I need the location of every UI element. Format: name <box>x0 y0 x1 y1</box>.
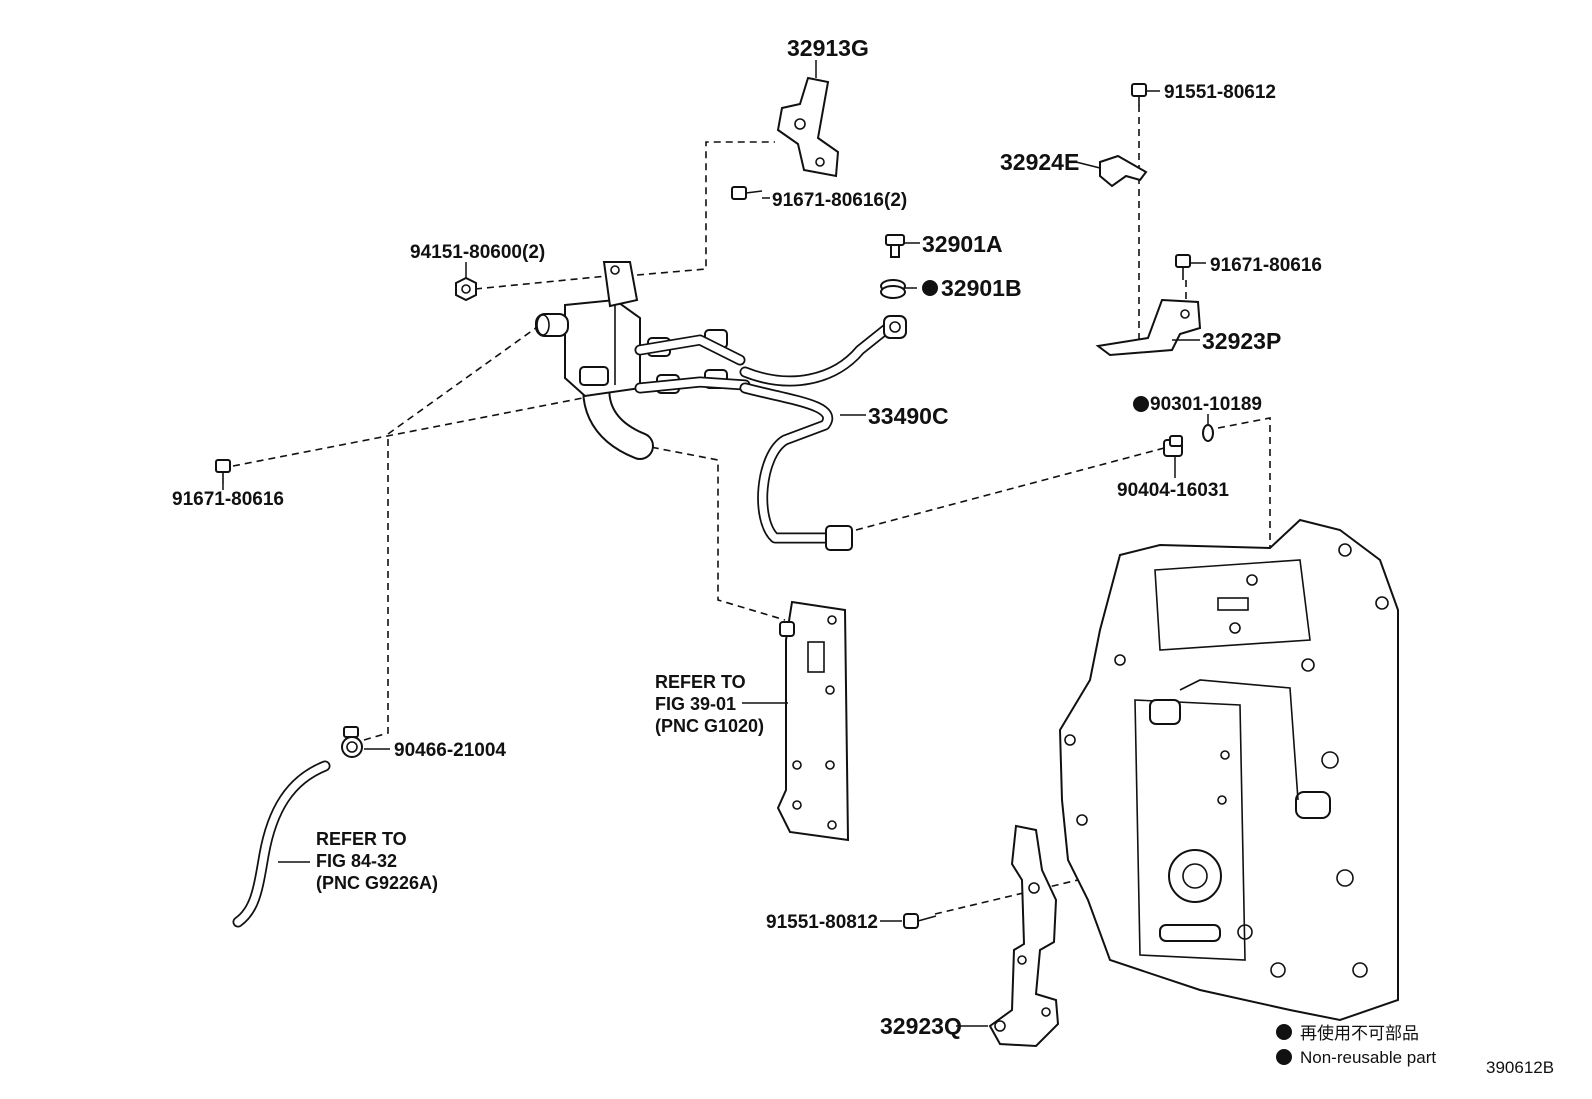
part-label-33490c[interactable]: 33490C <box>868 403 949 429</box>
bolt-91671-80616-right[interactable] <box>1175 254 1191 280</box>
part-label-32924e[interactable]: 32924E <box>1000 149 1079 175</box>
transaxle-case <box>1058 518 1399 1022</box>
part-label-32923q[interactable]: 32923Q <box>880 1013 962 1039</box>
legend-bullet-en <box>1276 1049 1292 1065</box>
bolt-91551-80612[interactable] <box>1131 83 1147 106</box>
part-label-90301-10189[interactable]: 90301-10189 <box>1150 394 1262 415</box>
part-label-91551-80812[interactable]: 91551-80812 <box>766 912 878 933</box>
ref-b-line3: (PNC G9226A) <box>316 873 438 893</box>
clamp-90466-21004[interactable] <box>341 726 363 758</box>
oil-cooler-tube-33490c[interactable] <box>739 315 907 551</box>
bracket-32923p[interactable] <box>1095 298 1202 357</box>
part-label-91671-80616-left[interactable]: 91671-80616 <box>172 489 284 510</box>
part-label-32923p[interactable]: 32923P <box>1202 328 1281 354</box>
bracket-32923q[interactable] <box>988 824 1060 1048</box>
oring-90301-10189[interactable] <box>1202 424 1214 442</box>
bolt-91671-80616-left[interactable] <box>215 459 231 484</box>
valve-body-cover-refer-fig-39-01[interactable] <box>776 600 850 842</box>
union-90404-16031[interactable] <box>1163 435 1183 457</box>
assembly-dashed-lines <box>232 105 1306 915</box>
leader-lines <box>222 60 1209 1027</box>
reference-note-fig-84-32[interactable]: REFER TO FIG 84-32 (PNC G9226A) <box>316 829 438 893</box>
bracket-32924e[interactable] <box>1099 154 1148 188</box>
ref-b-line2: FIG 84-32 <box>316 851 397 871</box>
part-label-91671-80616-2[interactable]: 91671-80616(2) <box>772 190 907 211</box>
ref-a-line3: (PNC G1020) <box>655 716 764 736</box>
bracket-32913g[interactable] <box>776 76 840 178</box>
non-reusable-marker-90301-10189 <box>1133 396 1149 412</box>
part-label-91671-80616-right[interactable]: 91671-80616 <box>1210 255 1322 276</box>
part-label-90466-21004[interactable]: 90466-21004 <box>394 740 506 761</box>
legend-en: Non-reusable part <box>1300 1048 1436 1067</box>
oil-cooler-assembly[interactable] <box>535 261 751 460</box>
bolt-91551-80812[interactable] <box>903 913 937 929</box>
non-reusable-marker-32901b <box>922 280 938 296</box>
hose-refer-fig-84-32[interactable] <box>232 760 331 928</box>
legend-bullet-jp <box>1276 1024 1292 1040</box>
bolt-32901a[interactable] <box>885 234 905 258</box>
nut-94151-80600[interactable] <box>455 276 477 302</box>
bolt-91671-80616-upper[interactable] <box>731 186 763 200</box>
part-label-91551-80612[interactable]: 91551-80612 <box>1164 82 1276 103</box>
legend-jp: 再使用不可部品 <box>1300 1023 1419 1043</box>
part-label-90404-16031[interactable]: 90404-16031 <box>1117 480 1229 501</box>
gasket-32901b[interactable] <box>880 279 906 299</box>
ref-b-line1: REFER TO <box>316 829 407 849</box>
legend: 再使用不可部品 Non-reusable part <box>1276 1023 1436 1067</box>
figure-code: 390612B <box>1486 1058 1554 1077</box>
part-label-32901a[interactable]: 32901A <box>922 231 1003 257</box>
ref-a-line2: FIG 39-01 <box>655 694 736 714</box>
ref-a-line1: REFER TO <box>655 672 746 692</box>
reference-note-fig-39-01[interactable]: REFER TO FIG 39-01 (PNC G1020) <box>655 672 764 736</box>
part-label-32901b[interactable]: 32901B <box>941 275 1022 301</box>
part-label-94151-80600-2[interactable]: 94151-80600(2) <box>410 242 545 263</box>
part-label-32913g[interactable]: 32913G <box>787 35 869 61</box>
